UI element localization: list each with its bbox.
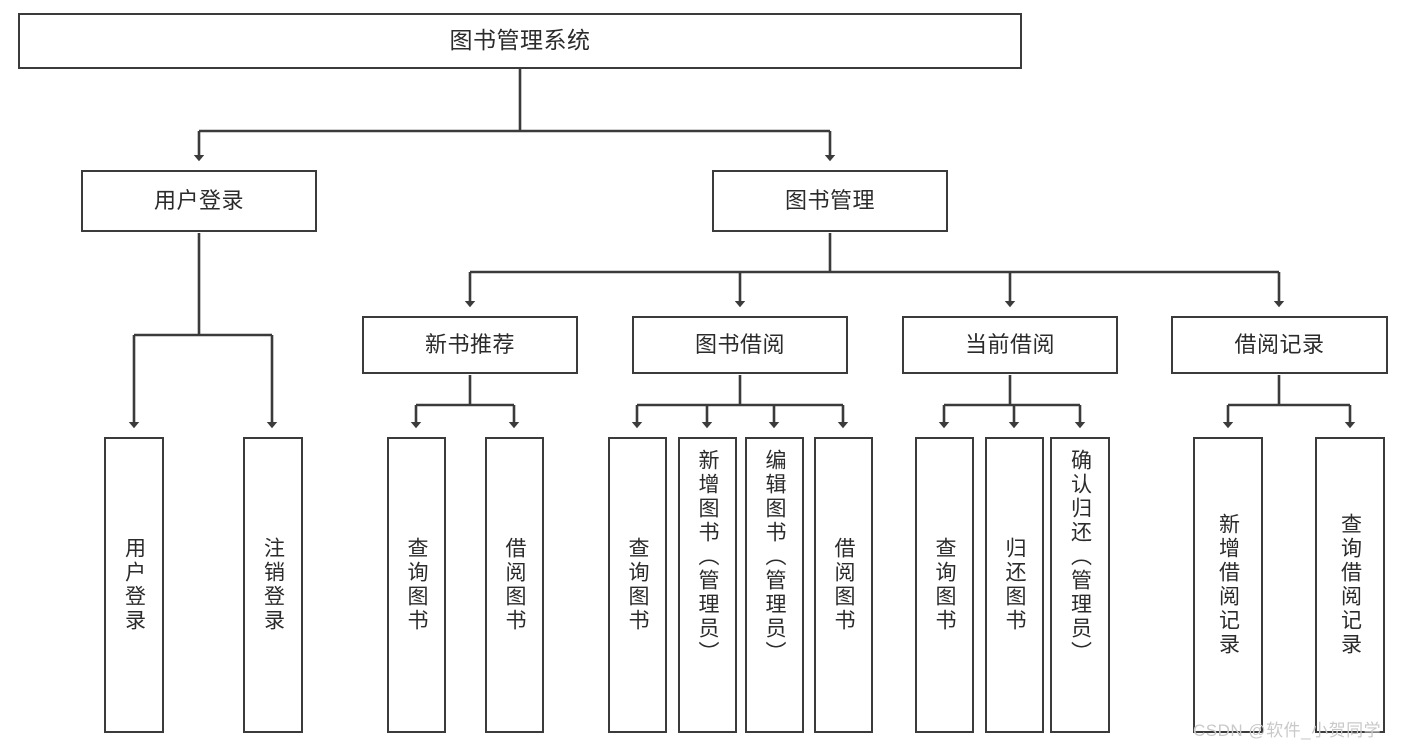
node-root-system[interactable]: 图书管理系统 (18, 13, 1022, 69)
node-label: 图书借阅 (694, 331, 785, 357)
node-current-borrow[interactable]: 当前借阅 (902, 316, 1118, 374)
node-label: 查询图书 (405, 537, 428, 633)
node-label: 查询借阅记录 (1338, 513, 1362, 657)
node-label: 借阅记录 (1234, 331, 1325, 357)
leaf-book-borrow-borrow[interactable]: 借阅图书 (814, 437, 873, 733)
node-label: 新书推荐 (424, 331, 515, 357)
node-label: 图书管理 (784, 187, 875, 213)
leaf-current-borrow-confirm-return[interactable]: 确认归还（管理员） (1050, 437, 1110, 733)
leaf-new-book-query[interactable]: 查询图书 (387, 437, 446, 733)
leaf-borrow-record-add[interactable]: 新增借阅记录 (1193, 437, 1263, 733)
node-label: 当前借阅 (964, 331, 1055, 357)
leaf-book-borrow-add[interactable]: 新增图书（管理员） (678, 437, 737, 733)
leaf-borrow-record-query[interactable]: 查询借阅记录 (1315, 437, 1385, 733)
node-label: 借阅图书 (832, 537, 855, 633)
leaf-book-borrow-query[interactable]: 查询图书 (608, 437, 667, 733)
node-label: 注销登录 (261, 537, 285, 633)
node-borrow-record[interactable]: 借阅记录 (1171, 316, 1388, 374)
leaf-current-borrow-return[interactable]: 归还图书 (985, 437, 1044, 733)
node-label: 新增图书（管理员） (696, 449, 719, 665)
node-label: 查询图书 (626, 537, 649, 633)
leaf-book-borrow-edit[interactable]: 编辑图书（管理员） (745, 437, 804, 733)
node-label: 查询图书 (933, 537, 956, 633)
leaf-user-login-logout[interactable]: 注销登录 (243, 437, 303, 733)
node-label: 确认归还（管理员） (1068, 449, 1092, 665)
node-label: 新增借阅记录 (1216, 513, 1240, 657)
node-label: 归还图书 (1003, 537, 1026, 633)
node-book-management[interactable]: 图书管理 (712, 170, 948, 232)
leaf-current-borrow-query[interactable]: 查询图书 (915, 437, 974, 733)
node-label: 用户登录 (153, 187, 244, 213)
node-new-book-recommend[interactable]: 新书推荐 (362, 316, 578, 374)
leaf-new-book-borrow[interactable]: 借阅图书 (485, 437, 544, 733)
node-label: 借阅图书 (503, 537, 526, 633)
leaf-user-login-login[interactable]: 用户登录 (104, 437, 164, 733)
node-book-borrow[interactable]: 图书借阅 (632, 316, 848, 374)
node-label: 用户登录 (122, 537, 146, 633)
node-label: 编辑图书（管理员） (763, 449, 786, 665)
node-label: 图书管理系统 (449, 27, 591, 54)
node-user-login[interactable]: 用户登录 (81, 170, 317, 232)
